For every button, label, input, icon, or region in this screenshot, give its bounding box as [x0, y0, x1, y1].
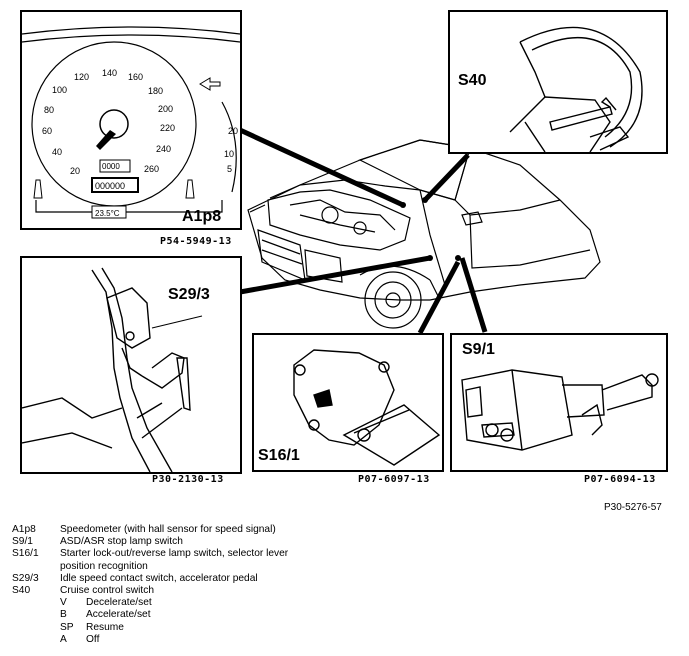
speed-tick: 200: [158, 104, 173, 114]
label-s16-1: S16/1: [258, 447, 300, 464]
code-p54: P54-5949-13: [160, 236, 232, 247]
speed-tick: 20: [70, 166, 80, 176]
legend-sub-row: A Off: [12, 634, 288, 646]
speed-tick: 100: [52, 85, 67, 95]
legend-desc: ASD/ASR stop lamp switch: [60, 536, 183, 548]
legend-row: S40 Cruise control switch: [12, 585, 288, 597]
speed-tick: 260: [144, 164, 159, 174]
legend-sub-desc: Decelerate/set: [86, 597, 152, 609]
legend-row: A1p8 Speedometer (with hall sensor for sp…: [12, 524, 288, 536]
tacho-tick: 20: [228, 126, 238, 136]
label-s29-3: S29/3: [168, 286, 210, 303]
legend: A1p8 Speedometer (with hall sensor for sp…: [12, 524, 288, 646]
label-a1p8: A1p8: [182, 208, 222, 225]
trip-display: 0000: [102, 162, 120, 171]
temperature-display: 23.5°C: [95, 209, 120, 218]
legend-sub-desc: Accelerate/set: [86, 609, 151, 621]
code-p07-6094: P07-6094-13: [584, 474, 656, 485]
legend-sub-key: B: [60, 609, 67, 621]
legend-indent: [12, 609, 60, 621]
speed-tick: 120: [74, 72, 89, 82]
legend-key: S40: [12, 585, 31, 597]
legend-sub-row: SP Resume: [12, 622, 288, 634]
speed-tick: 180: [148, 86, 163, 96]
legend-desc: Speedometer (with hall sensor for speed …: [60, 524, 276, 535]
legend-sub-key: SP: [60, 621, 74, 633]
speedometer-drawing: 20 40 60 80 100 120 140 160 180 200 220 …: [22, 26, 240, 219]
panel-selector-switch: S16/1: [252, 333, 444, 472]
legend-sub-row: B Accelerate/set: [12, 609, 288, 621]
legend-key: S9/1: [12, 536, 33, 548]
legend-key: A1p8: [12, 524, 36, 535]
speed-tick: 60: [42, 126, 52, 136]
label-s40: S40: [458, 72, 487, 89]
speed-tick: 160: [128, 72, 143, 82]
tacho-tick: 5: [227, 164, 232, 174]
legend-sub-key: A: [60, 633, 67, 645]
panel-speedometer: 20 40 60 80 100 120 140 160 180 200 220 …: [20, 10, 242, 230]
panel-stop-lamp-switch: S9/1: [450, 333, 668, 472]
speed-tick: 140: [102, 68, 117, 78]
panel-accelerator-pedal: S29/3: [20, 256, 242, 474]
legend-row: S9/1 ASD/ASR stop lamp switch: [12, 536, 288, 548]
panel-steering-wheel: S40: [448, 10, 668, 154]
legend-indent: [12, 597, 60, 609]
legend-key: S16/1: [12, 548, 39, 560]
legend-desc: Starter lock-out/reverse lamp switch, se…: [60, 548, 289, 560]
legend-desc: Cruise control switch: [60, 585, 154, 597]
legend-sub-desc: Resume: [86, 621, 124, 633]
legend-indent: [12, 622, 60, 634]
legend-row: S16/1 Starter lock-out/reverse lamp switc…: [12, 548, 288, 560]
legend-row: position recognition: [12, 561, 288, 573]
code-p07-6097: P07-6097-13: [358, 474, 430, 485]
speed-tick: 220: [160, 123, 175, 133]
tacho-tick: 10: [224, 149, 234, 159]
selector-switch-drawing: [293, 349, 441, 466]
odometer-display: 000000: [95, 181, 125, 191]
legend-sub-row: V Decelerate/set: [12, 597, 288, 609]
code-p30-2130: P30-2130-13: [152, 474, 224, 485]
stop-lamp-switch-drawing: [461, 369, 659, 451]
legend-key: S29/3: [12, 572, 39, 584]
legend-sub-key: V: [60, 597, 67, 609]
speed-tick: 80: [44, 105, 54, 115]
label-s9-1: S9/1: [462, 341, 495, 358]
speed-tick: 240: [156, 144, 171, 154]
legend-row: S29/3 Idle speed contact switch, accelera…: [12, 573, 288, 585]
steering-wheel-drawing: [509, 26, 643, 152]
speed-tick: 40: [52, 147, 62, 157]
figure-code: P30-5276-57: [604, 502, 662, 513]
legend-desc: Idle speed contact switch, accelerator p…: [60, 572, 258, 584]
legend-indent: [12, 634, 60, 646]
legend-sub-desc: Off: [86, 633, 100, 645]
legend-key: [12, 561, 60, 573]
legend-desc: position recognition: [60, 560, 148, 572]
pedal-drawing: [22, 267, 203, 472]
